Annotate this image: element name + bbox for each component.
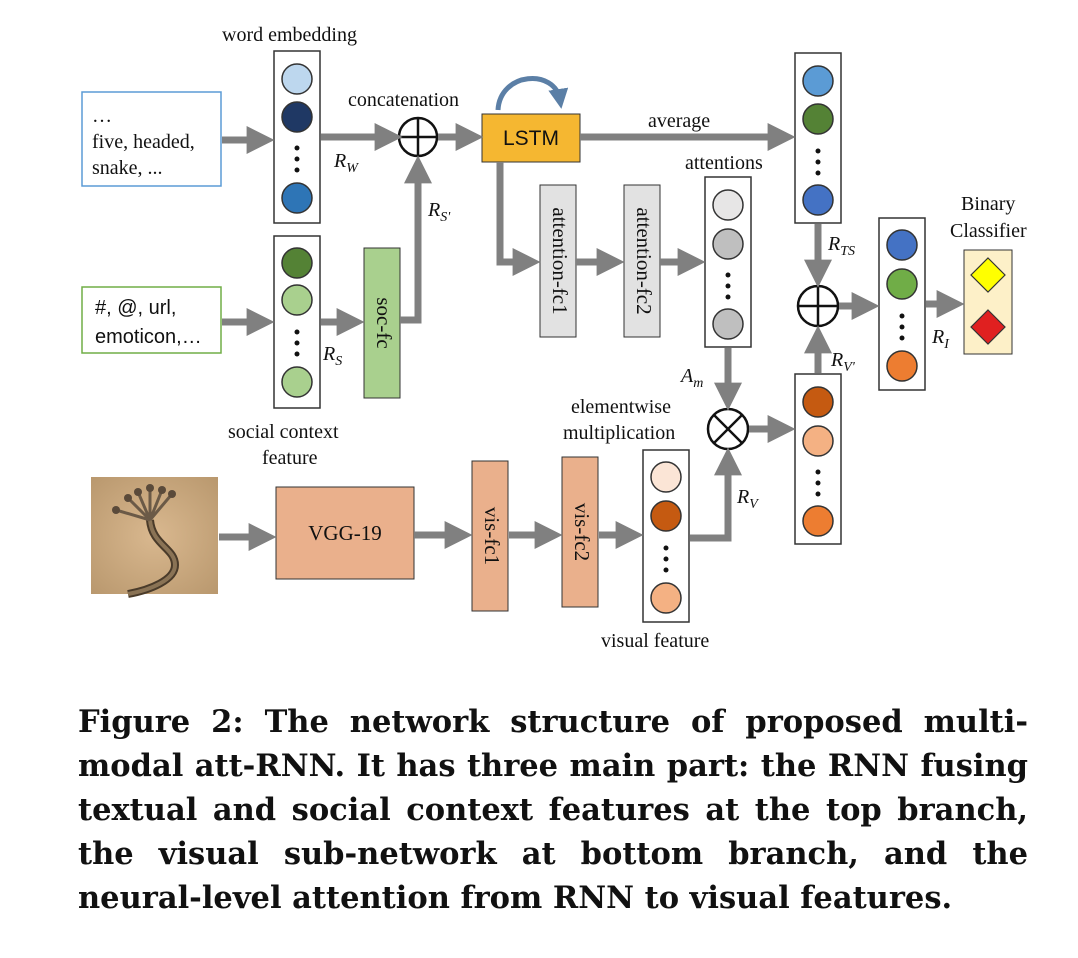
social-input-box: #, @, url, emoticon,… [81, 286, 222, 354]
lstm-box: LSTM [481, 113, 581, 163]
fused-feature-column [878, 217, 926, 391]
lstm-label: LSTM [503, 127, 559, 150]
label-rv: RV [736, 486, 759, 512]
input-image [91, 477, 218, 598]
vis-fc2-label: vis-fc2 [570, 503, 594, 561]
text-input-line-3: snake, ... [92, 157, 163, 179]
average-column [794, 52, 842, 224]
social-input-line-1: #, @, url, [95, 297, 176, 319]
elementwise-label-1: elementwise [571, 396, 671, 418]
attentions-label: attentions [685, 152, 763, 174]
vis-fc2-box: vis-fc2 [561, 456, 599, 608]
social-context-label-1: social context [228, 421, 339, 443]
diamond-red-icon [970, 309, 1006, 345]
text-input-line-2: five, headed, [92, 131, 195, 153]
label-rw: RW [333, 150, 359, 176]
vgg19-box: VGG-19 [275, 486, 415, 580]
social-context-label-2: feature [262, 447, 318, 469]
text-input-line-1: … [92, 105, 112, 127]
visual-prime-column [794, 373, 842, 545]
lstm-recurrent-arrow [495, 76, 569, 111]
text-input-box: … five, headed, snake, ... [81, 91, 222, 187]
label-rv-prime: RV' [830, 349, 856, 375]
word-embedding-label: word embedding [222, 24, 357, 46]
attention-fc2-box: attention-fc2 [623, 184, 661, 338]
vgg19-label: VGG-19 [308, 521, 382, 545]
visual-feature-column [642, 449, 690, 623]
figure-caption: Figure 2: The network structure of propo… [78, 704, 1028, 916]
soc-fc-label: soc-fc [372, 297, 396, 348]
label-rs-prime: RS' [427, 199, 451, 225]
concatenation-node [397, 116, 439, 158]
label-rts: RTS [827, 233, 855, 259]
diamond-yellow-icon [970, 257, 1006, 293]
attention-fc1-box: attention-fc1 [539, 184, 577, 338]
arrows [219, 123, 965, 551]
network-diagram: word embedding concatenation average att… [81, 24, 1027, 652]
attention-fc2-label: attention-fc2 [632, 207, 656, 314]
vis-fc1-box: vis-fc1 [471, 460, 509, 612]
concatenation-label: concatenation [348, 89, 459, 111]
binary-classifier-label-2: Classifier [950, 220, 1027, 242]
attentions-column [704, 176, 752, 348]
elementwise-multiply-node [706, 407, 750, 451]
binary-classifier-box [963, 249, 1013, 355]
soc-fc-box: soc-fc [363, 247, 401, 399]
word-embedding-column [273, 50, 321, 224]
label-rs: RS [322, 343, 342, 369]
attention-fc1-label: attention-fc1 [548, 207, 572, 314]
visual-feature-label: visual feature [601, 630, 709, 652]
binary-classifier-label-1: Binary [961, 193, 1015, 215]
social-context-column [273, 235, 321, 409]
elementwise-label-2: multiplication [563, 422, 675, 444]
label-ri: RI [931, 326, 950, 352]
social-input-line-2: emoticon,… [95, 326, 202, 348]
vis-fc1-label: vis-fc1 [480, 507, 504, 565]
label-am: Am [679, 365, 703, 391]
average-label: average [648, 110, 710, 132]
fusion-node [796, 284, 840, 328]
